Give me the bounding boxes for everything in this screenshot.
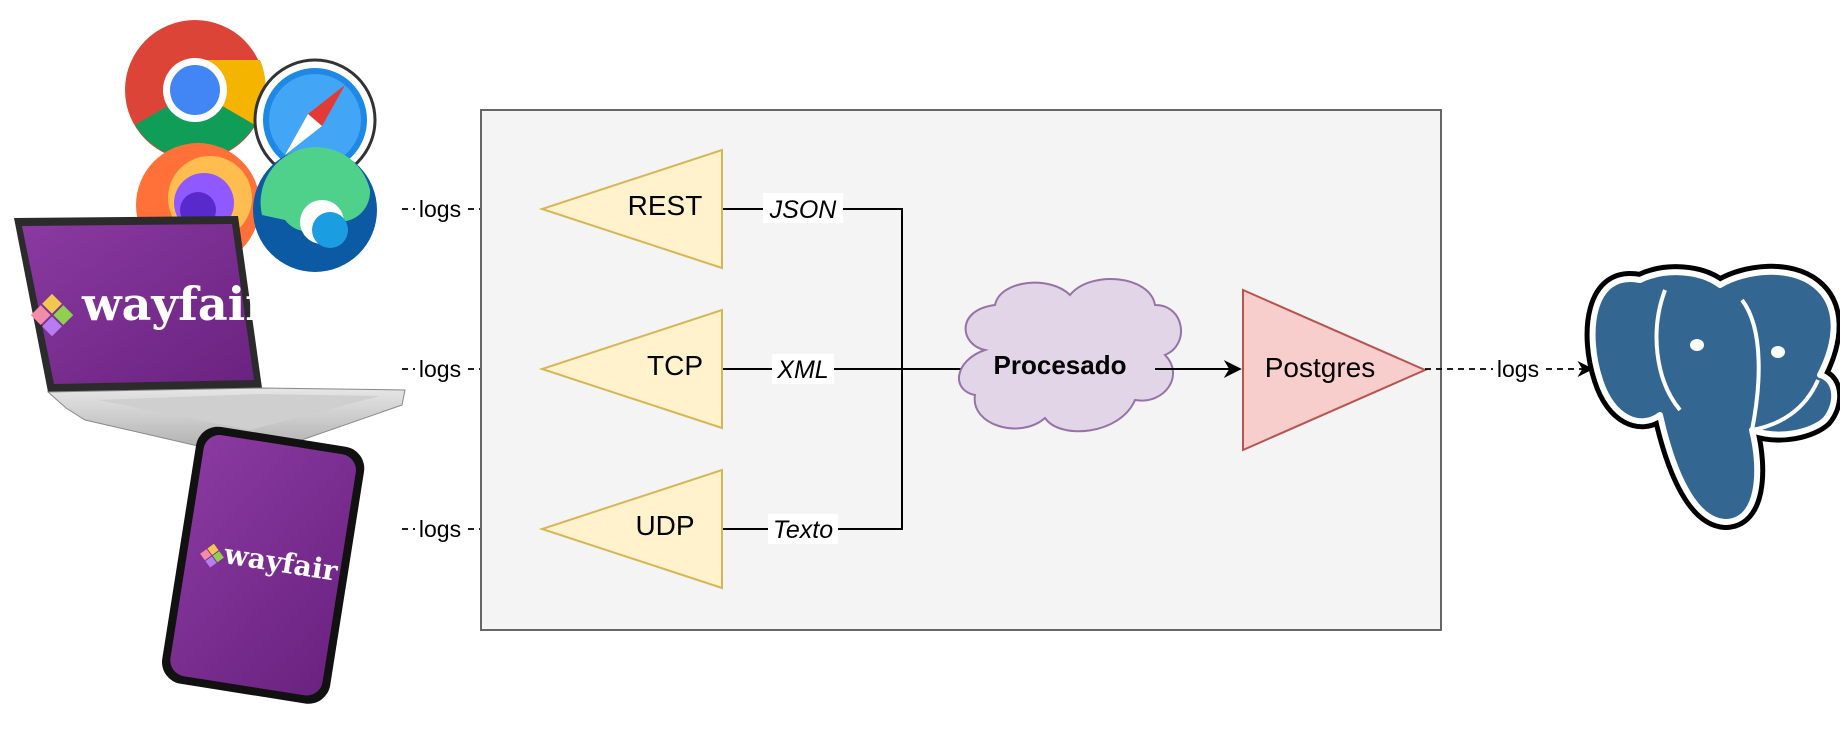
logs-label-rest: logs xyxy=(419,196,461,222)
ingest-tcp-label: TCP xyxy=(647,350,703,381)
ingest-udp: UDP xyxy=(538,468,723,590)
ingest-tcp: TCP xyxy=(538,308,723,430)
incoming-arrows: logs logs logs xyxy=(402,196,542,542)
ingest-udp-label: UDP xyxy=(635,510,694,541)
ingest-connectors: JSON XML Texto xyxy=(722,193,965,544)
ingest-rest-label: REST xyxy=(628,190,703,221)
format-label-texto: Texto xyxy=(773,516,833,544)
format-label-json: JSON xyxy=(769,196,838,224)
postgres-label: Postgres xyxy=(1265,352,1376,383)
postgres-stage: Postgres xyxy=(1242,288,1428,452)
safari-icon xyxy=(253,58,377,182)
phone-icon: wayfair xyxy=(162,426,365,704)
ingest-rest: REST xyxy=(538,148,723,270)
outgoing-arrow: logs xyxy=(1425,356,1594,382)
processing-label: Procesado xyxy=(994,350,1127,380)
laptop-brand-text: wayfair xyxy=(81,277,270,331)
logs-label-udp: logs xyxy=(419,516,461,542)
logs-label-out: logs xyxy=(1497,356,1539,382)
format-label-xml: XML xyxy=(776,356,828,384)
logs-label-tcp: logs xyxy=(419,356,461,382)
postgresql-elephant-icon xyxy=(1584,263,1840,530)
processing-cloud: Procesado xyxy=(958,278,1182,433)
laptop-icon: wayfair xyxy=(14,216,406,459)
chrome-icon xyxy=(125,20,266,160)
edge-icon xyxy=(253,147,377,272)
